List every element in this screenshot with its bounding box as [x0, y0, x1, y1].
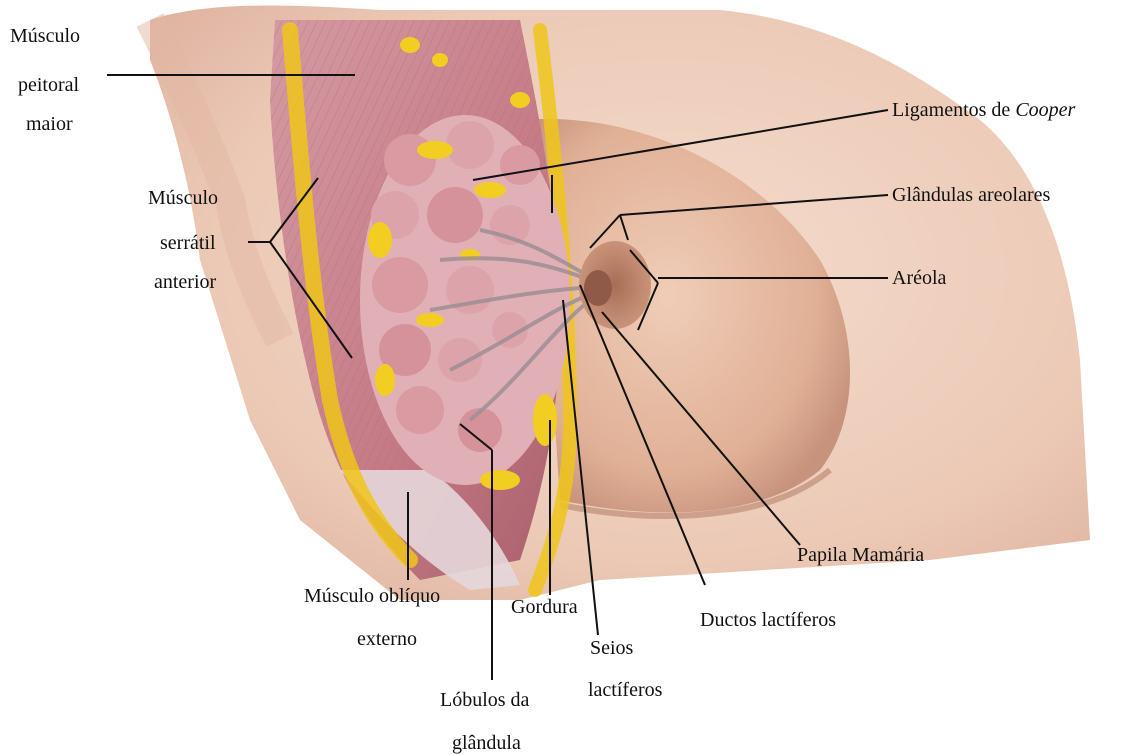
nipple [584, 270, 612, 306]
label-lobules-line2: glândula [452, 733, 521, 753]
label-cooper-name: Cooper [1015, 99, 1075, 121]
label-serratus-line2: serrátil [160, 233, 216, 253]
label-ducts: Ductos lactíferos [700, 610, 836, 630]
label-areola: Aréola [892, 268, 946, 288]
label-cooper-prefix: Ligamentos de [892, 99, 1015, 121]
label-serratus-line1: Músculo [148, 188, 218, 208]
label-pectoral-line1: Músculo [10, 26, 80, 46]
label-lobules-line1: Lóbulos da [440, 690, 529, 710]
label-pectoral-line3: maior [26, 114, 73, 134]
label-oblique-line2: externo [357, 629, 417, 649]
label-sinus-line1: Seios [590, 638, 633, 658]
label-sinus-line2: lactíferos [588, 680, 662, 700]
label-pectoral-line2: peitoral [18, 75, 79, 95]
label-papilla: Papila Mamária [797, 545, 924, 565]
label-fat: Gordura [511, 597, 578, 617]
label-cooper: Ligamentos de Cooper [892, 100, 1075, 120]
label-areolar-glands: Glândulas areolares [892, 185, 1050, 205]
label-oblique-line1: Músculo oblíquo [304, 586, 440, 606]
label-serratus-line3: anterior [154, 272, 216, 292]
